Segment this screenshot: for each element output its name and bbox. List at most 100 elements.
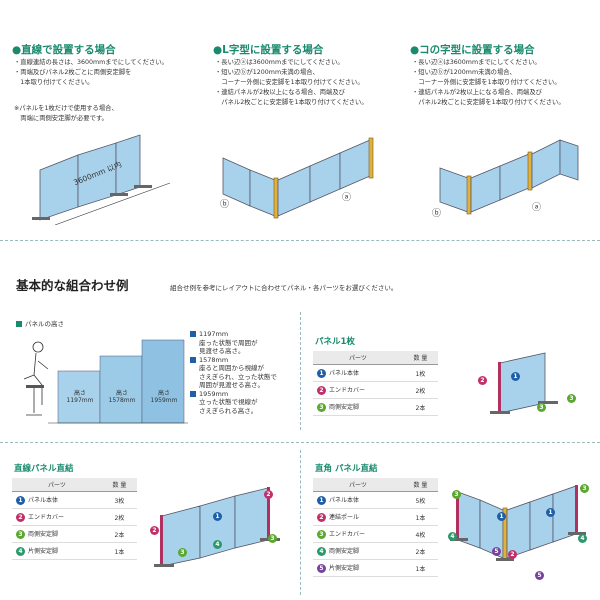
part-name: パネル本体 (329, 370, 360, 377)
part-qty: 1枚 (402, 364, 438, 382)
part-qty: 2本 (101, 525, 137, 543)
straight-layout-illustration (32, 134, 171, 225)
desc-marker (190, 331, 196, 337)
callout-4: 4 (578, 534, 587, 543)
bar-1197: 高さ 1197mm (66, 390, 94, 404)
callout-5: 5 (492, 547, 501, 556)
basic-title: 基本的な組合わせ例 (16, 278, 129, 293)
callout-5: 5 (535, 571, 544, 580)
callout-4: 4 (448, 532, 457, 541)
ushape-side-b: ⓑ (432, 209, 442, 219)
height-descriptions: 1197mm 座った状態で周囲が 見渡せる高さ。 1578mm 座ると周囲から視… (190, 330, 277, 415)
lshape-side-a: ⓐ (342, 193, 352, 203)
part-qty: 5枚 (402, 491, 438, 509)
part-name: 片側安定脚 (329, 565, 360, 572)
number-badge: 2 (317, 386, 326, 395)
height-title: パネルの高さ (16, 318, 64, 328)
number-badge: 4 (16, 547, 25, 556)
section-marker (16, 321, 22, 327)
number-badge: 3 (16, 530, 25, 539)
section-divider (0, 442, 600, 443)
callout-1: 1 (497, 512, 506, 521)
desc3-height: 1959mm (199, 389, 229, 398)
qty-header: 数 量 (101, 478, 137, 492)
number-badge: 1 (317, 496, 326, 505)
part-name: エンドカバー (28, 514, 65, 521)
callout-2: 2 (478, 376, 487, 385)
callout-3: 3 (580, 484, 589, 493)
bar-1959: 高さ 1959mm (150, 390, 178, 404)
single-title: パネル1枚 (315, 337, 355, 347)
parts-header: パーツ (12, 478, 102, 492)
callout-1: 1 (511, 372, 520, 381)
callout-3: 3 (178, 548, 187, 557)
lshape-notes: ・長い辺ⓐは3600mmまでにしてください。 ・短い辺ⓑが1200mm未満の場合… (215, 59, 368, 106)
part-name: パネル本体 (28, 497, 59, 504)
callout-2: 2 (264, 490, 273, 499)
part-qty: 2枚 (402, 381, 438, 399)
part-name: パネル本体 (329, 497, 360, 504)
callout-1: 1 (546, 508, 555, 517)
number-badge: 5 (317, 564, 326, 573)
straight-note-3: ※パネルを1枚だけで使用する場合、 両端に両側安定脚が必要です。 (14, 105, 118, 122)
height-title-text: パネルの高さ (25, 320, 64, 328)
number-badge: 4 (317, 547, 326, 556)
callout-3: 3 (537, 403, 546, 412)
ushape-side-a: ⓐ (532, 203, 542, 213)
ushape-title: ●コの字型に設置する場合 (410, 44, 535, 56)
corner-panels-illustration (450, 485, 586, 561)
part-name: 両側安定脚 (329, 548, 360, 555)
lshape-title: ●L字型に設置する場合 (213, 44, 324, 56)
seated-person-icon (23, 341, 49, 416)
part-qty: 1本 (101, 542, 137, 560)
basic-subtitle: 組合せ例を参考にレイアウトに合わせてパネル・各パーツをお選びください。 (170, 284, 398, 292)
qty-header: 数 量 (402, 478, 438, 492)
desc-marker (190, 356, 196, 363)
callout-2: 2 (508, 550, 517, 559)
part-qty: 2枚 (101, 508, 137, 526)
number-badge: 2 (16, 513, 25, 522)
vertical-divider-bottom (300, 450, 302, 595)
part-name: 連結ポール (329, 514, 360, 521)
linear-panels-illustration (154, 487, 280, 567)
callout-4: 4 (213, 540, 222, 549)
corner-title: 直角 パネル直結 (315, 464, 378, 474)
part-qty: 1本 (402, 559, 438, 577)
lshape-layout-illustration (222, 137, 374, 219)
number-badge: 3 (317, 403, 326, 412)
height-bars (48, 339, 188, 424)
desc-marker (190, 390, 196, 397)
callout-3: 3 (567, 394, 576, 403)
desc2-height: 1578mm (199, 355, 229, 364)
straight-note-1: ・直線連結の長さは、3600mmまでにしてください。 (14, 59, 168, 66)
desc2-text: 座ると周囲から視線が さえぎられ、立った状態で 周囲が見渡せる高さ。 (199, 364, 277, 389)
qty-header: 数 量 (402, 351, 438, 365)
part-name: 両側安定脚 (329, 404, 360, 411)
callout-3: 3 (452, 490, 461, 499)
part-qty: 2本 (402, 542, 438, 560)
bar-1578: 高さ 1578mm (108, 390, 136, 404)
lshape-side-b: ⓑ (220, 200, 230, 210)
parts-header: パーツ (313, 478, 403, 492)
desc1-height: 1197mm (199, 330, 229, 338)
part-qty: 1本 (402, 508, 438, 526)
part-name: 両側安定脚 (28, 531, 59, 538)
ushape-notes: ・長い辺ⓐは3600mmまでにしてください。 ・短い辺ⓑが1200mm未満の場合… (412, 59, 565, 106)
part-qty: 3枚 (101, 491, 137, 509)
vertical-divider-top (300, 312, 302, 430)
desc3-text: 立った状態で視線が さえぎられる高さ。 (199, 398, 258, 415)
